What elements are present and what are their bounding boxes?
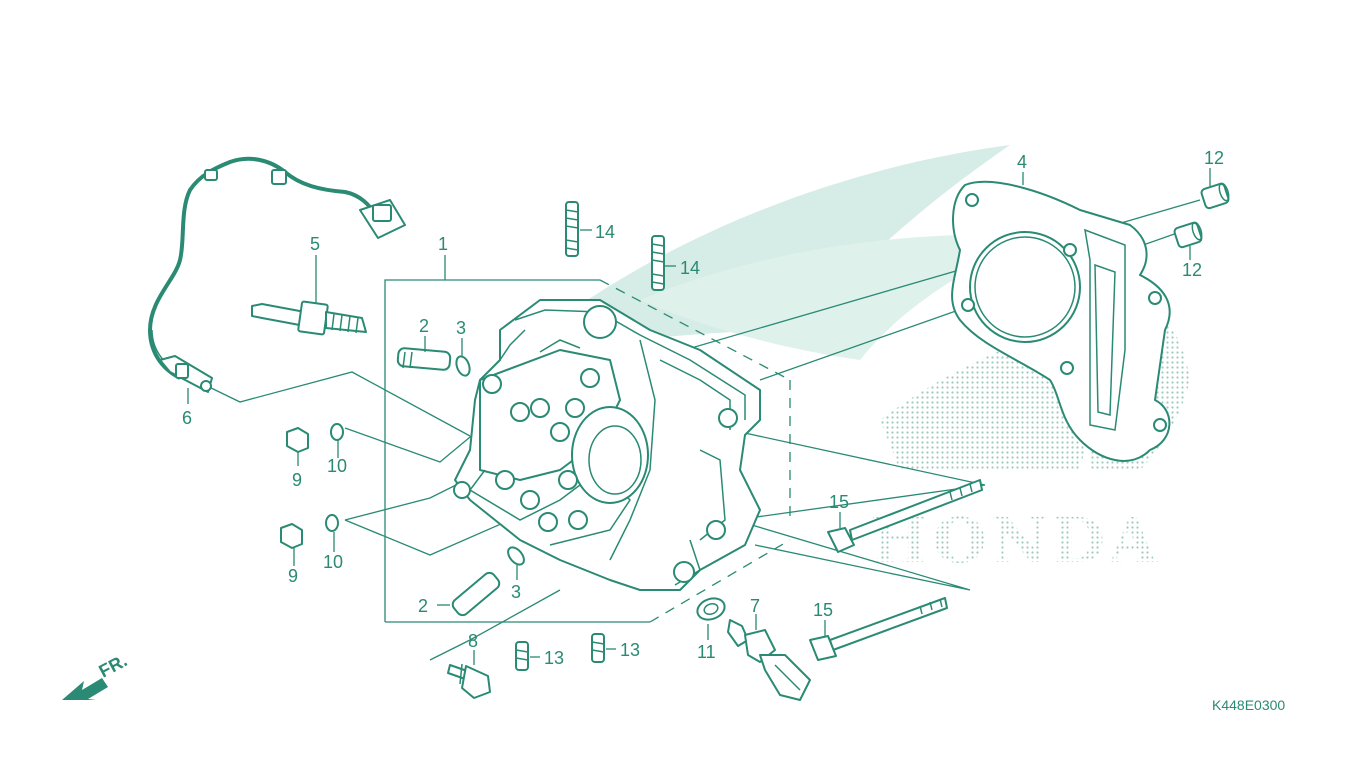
callout-part-12-upper: 12	[1204, 148, 1224, 168]
callout-part-7: 7	[750, 596, 760, 616]
front-indicator-label: FR.	[95, 650, 130, 681]
washer-lower	[325, 514, 339, 532]
washer-upper	[330, 423, 344, 441]
diagram-reference-code: K448E0300	[1212, 697, 1285, 713]
stud-bolt-upper	[565, 201, 579, 257]
valve-guide-upper	[396, 347, 452, 371]
front-direction-arrow: FR.	[62, 650, 130, 700]
callout-part-2-lower: 2	[418, 596, 428, 616]
long-bolt-lower	[809, 597, 948, 661]
callout-part-4: 4	[1017, 152, 1027, 172]
callout-part-12-lower: 12	[1182, 260, 1202, 280]
callout-part-5: 5	[310, 234, 320, 254]
callout-part-1: 1	[438, 234, 448, 254]
callout-part-9-upper: 9	[292, 470, 302, 490]
cylinder-head-gasket	[951, 172, 1171, 462]
callout-part-15-upper: 15	[829, 492, 849, 512]
oxygen-sensor	[148, 156, 406, 393]
stud-bolt-lower	[651, 235, 665, 291]
callout-part-6: 6	[182, 408, 192, 428]
cap-nut-upper	[286, 427, 309, 453]
callout-part-3-upper: 3	[456, 318, 466, 338]
cylinder-head	[453, 299, 761, 591]
callout-part-8: 8	[468, 631, 478, 651]
callout-part-15-lower: 15	[813, 600, 833, 620]
callout-leaders	[187, 168, 1211, 665]
temperature-sensor	[727, 619, 811, 701]
callout-part-13-right: 13	[620, 640, 640, 660]
short-stud-right	[591, 633, 605, 663]
cap-nut-lower	[280, 523, 303, 549]
flange-bolt	[447, 663, 491, 699]
callout-part-14-lower: 14	[680, 258, 700, 278]
dowel-pin-lower	[1173, 221, 1203, 249]
valve-guide-lower	[451, 571, 501, 617]
brand-watermark-text: HONDA	[870, 504, 1161, 577]
callout-part-9-lower: 9	[288, 566, 298, 586]
callout-part-10-upper: 10	[327, 456, 347, 476]
spark-plug	[251, 300, 367, 336]
callout-part-3-lower: 3	[511, 582, 521, 602]
callout-part-10-lower: 10	[323, 552, 343, 572]
head-assembly-frame	[384, 255, 791, 623]
valve-seal-upper	[455, 355, 471, 377]
callout-part-14-upper: 14	[595, 222, 615, 242]
callout-part-13-left: 13	[544, 648, 564, 668]
short-stud-left	[515, 641, 529, 671]
valve-seal-lower	[507, 546, 525, 566]
long-bolt-upper	[827, 479, 983, 553]
callout-part-11: 11	[697, 642, 716, 662]
dowel-pin-upper	[1200, 182, 1230, 210]
callout-labels: 1 2 2 3 3 4 5 6 7 8 9 9 10 10 11 12 12 1…	[182, 148, 1224, 668]
callout-part-2-upper: 2	[419, 316, 429, 336]
sealing-washer	[696, 597, 726, 621]
